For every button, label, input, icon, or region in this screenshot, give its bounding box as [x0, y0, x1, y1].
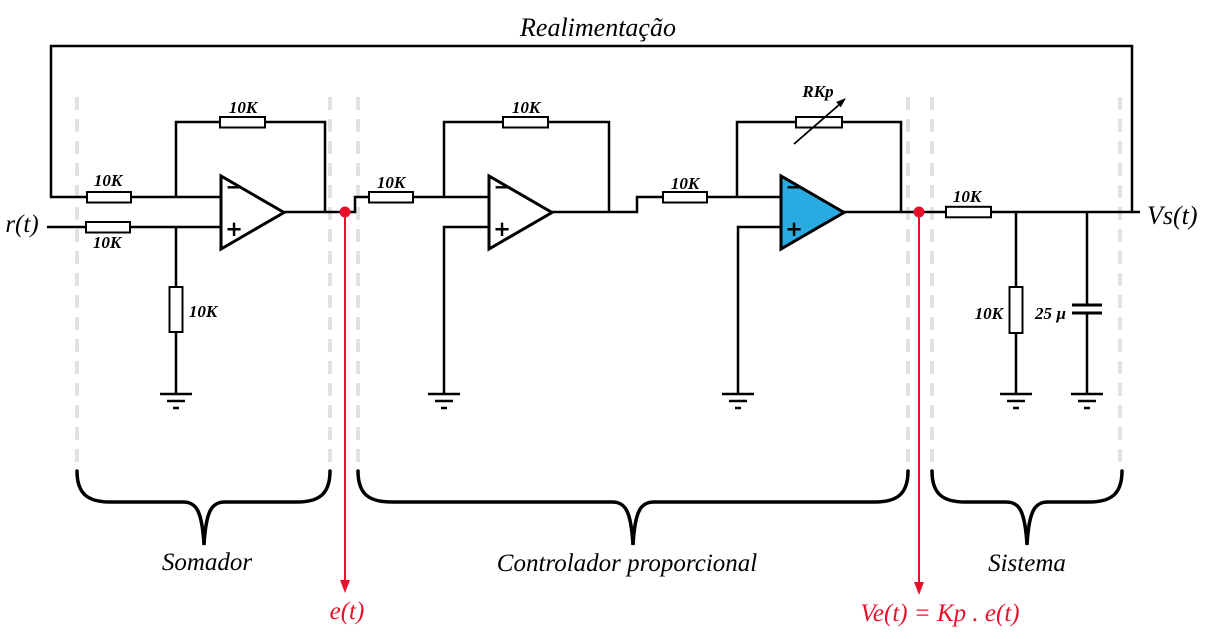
wire-somador-output [284, 195, 369, 214]
resistor-somador-inverting [86, 191, 132, 204]
resistor-somador-feedback [219, 116, 266, 129]
input-signal-label: r(t) [5, 211, 38, 238]
resistor-somador-feedback-label: 10K [229, 98, 259, 117]
capacitor-symbol [1072, 303, 1102, 315]
resistor-sistema-shunt-label: 10K [975, 304, 1005, 323]
feedback-wire [49, 44, 1134, 212]
resistor-gain-input [662, 191, 708, 204]
opamp-gain-highlighted [779, 173, 847, 252]
resistor-sistema-series-label: 10K [953, 187, 983, 206]
ground-symbol-sistema-capacitor [1071, 392, 1103, 410]
wire-inverter-feedback-loop [442, 120, 611, 212]
opamp-somador [219, 173, 287, 252]
section-label-controlador: Controlador proporcional [497, 550, 757, 577]
wire-gain-feedback-loop [735, 120, 903, 212]
resistor-sistema-series [945, 205, 992, 219]
node-dot-control [913, 206, 925, 218]
capacitor-label: 25 µ [1034, 304, 1066, 323]
error-signal-label: e(t) [330, 598, 365, 625]
resistor-gain-input-label: 10K [671, 174, 701, 193]
resistor-somador-inverting-label: 10K [94, 171, 124, 190]
section-label-sistema: Sistema [988, 550, 1066, 577]
error-signal-annotation: e(t) [330, 206, 365, 625]
resistor-somador-noninverting [85, 221, 131, 234]
inverter-stage: 10K 10K − + [368, 98, 663, 410]
brace-controlador [356, 469, 910, 546]
node-dot-error [339, 206, 351, 218]
ground-symbol-gain [722, 392, 754, 410]
section-braces: Somador Controlador proporcional Sistema [75, 469, 1124, 577]
brace-sistema [930, 469, 1124, 546]
potentiometer-arrow-shaft [793, 103, 841, 145]
opamp-inverter-minus: − [493, 175, 511, 199]
control-signal-label: Ve(t) = Kp . e(t) [860, 600, 1019, 627]
somador-stage: 10K 10K r(t) 10K 10K − + [5, 98, 369, 410]
section-dividers [75, 97, 1122, 462]
opamp-somador-minus: − [225, 175, 243, 199]
error-arrow-head [340, 580, 350, 593]
gain-stage: 10K RKp − + [662, 82, 946, 410]
control-signal-annotation: Ve(t) = Kp . e(t) [860, 206, 1020, 627]
ground-symbol-somador [160, 392, 192, 410]
resistor-somador-ground [168, 286, 184, 333]
opamp-inverter [487, 173, 555, 252]
wire-inverter-output [552, 195, 663, 214]
resistor-inverter-input [368, 191, 414, 204]
potentiometer-label: RKp [801, 82, 833, 101]
resistor-inverter-feedback [502, 116, 549, 129]
resistor-somador-noninverting-label: 10K [93, 233, 123, 252]
brace-somador [75, 469, 332, 546]
potentiometer-arrow-icon [793, 98, 846, 145]
sistema-stage: 10K 10K 25 µ Vs(t) [945, 187, 1198, 410]
output-signal-label: Vs(t) [1147, 201, 1198, 230]
ground-symbol-sistema-resistor [1000, 392, 1032, 410]
ground-symbol-inverter [428, 392, 460, 410]
wire-inverter-ground-branch [442, 225, 489, 394]
opamp-somador-plus: + [225, 217, 243, 241]
section-label-somador: Somador [162, 549, 253, 576]
wire-gain-ground-branch [736, 225, 781, 394]
resistor-sistema-shunt [1008, 286, 1024, 334]
opamp-inverter-plus: + [493, 217, 511, 241]
resistor-inverter-feedback-label: 10K [512, 98, 542, 117]
resistor-inverter-input-label: 10K [377, 173, 407, 192]
opamp-gain-plus: + [785, 217, 803, 241]
potentiometer-arrow-head [836, 98, 846, 108]
feedback-label: Realimentação [519, 13, 676, 42]
resistor-somador-ground-label: 10K [189, 302, 219, 321]
control-arrow-head [914, 582, 924, 595]
opamp-gain-minus: − [785, 175, 803, 199]
wire-somador-feedback-loop [174, 120, 327, 212]
